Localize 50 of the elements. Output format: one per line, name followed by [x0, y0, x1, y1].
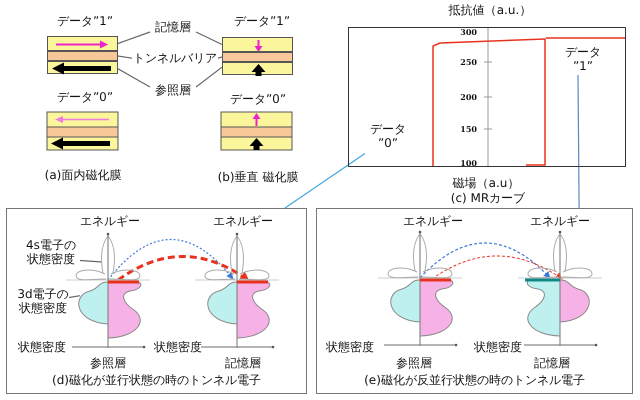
axis-title: 磁場（a.u）	[452, 176, 520, 190]
axis-title: 抵抗値（a.u.）	[448, 3, 532, 17]
leader-line	[577, 75, 580, 208]
density-of-states-drawing	[378, 230, 462, 348]
leader-line	[218, 56, 222, 59]
chart-frame	[348, 27, 626, 167]
dos-label: 3d電子の状態密度	[14, 287, 72, 317]
layer-label: 記憶層	[150, 20, 196, 36]
free-layer	[47, 36, 118, 51]
axis-title: 状態密度	[154, 340, 202, 354]
tunnel-barrier-layer	[222, 52, 293, 62]
reference-layer	[222, 62, 293, 75]
reference-layer	[47, 61, 118, 74]
data-label: データ”1”	[234, 14, 290, 28]
dos-label: 4s電子の状態密度	[22, 238, 80, 268]
panel-caption: (d)磁化が並行状態の時のトンネル電子	[52, 373, 261, 387]
figure-caption: (c) MRカーブ	[450, 191, 526, 205]
panel-caption: (e)磁化が反並行状態の時のトンネル電子	[364, 373, 585, 387]
layer-label: 参照層	[150, 83, 196, 99]
data-label: データ”1”	[56, 14, 114, 28]
axis-title: 状態密度	[18, 340, 66, 354]
axis-title: 状態密度	[326, 340, 374, 354]
data-label: データ”0”	[230, 92, 286, 106]
leader-line	[118, 31, 150, 44]
data-label: データ ”1”	[558, 45, 608, 75]
data-label: データ”0”	[56, 90, 114, 104]
tunnel-barrier-layer	[47, 51, 118, 61]
data-label: データ ”0”	[364, 122, 412, 152]
figure-caption: (a)面内磁化膜	[44, 168, 122, 182]
leader-line	[118, 55, 132, 59]
leader-line	[196, 31, 222, 46]
figure-caption: (b)垂直 磁化膜	[218, 170, 298, 184]
tick-label: 100	[460, 158, 477, 168]
free-layer	[222, 37, 293, 52]
leader-line	[196, 66, 222, 88]
leader-line	[80, 260, 102, 263]
tick-label: 300	[460, 27, 477, 37]
axis-title: 状態密度	[474, 340, 522, 354]
tick-label: 250	[460, 57, 477, 67]
panel-frame	[6, 208, 307, 394]
axis-title: エネルギー	[530, 214, 590, 228]
leader-line	[69, 295, 80, 298]
leader-line	[284, 153, 366, 208]
tick-label: 150	[460, 124, 477, 134]
panel-frame	[316, 208, 633, 394]
tunnel-electron-arrow	[108, 238, 234, 280]
layer-label: トンネルバリア	[132, 51, 218, 67]
tick-label: 200	[460, 92, 477, 102]
tunnel-electron-arrow	[420, 242, 550, 279]
leader-line	[118, 68, 150, 88]
